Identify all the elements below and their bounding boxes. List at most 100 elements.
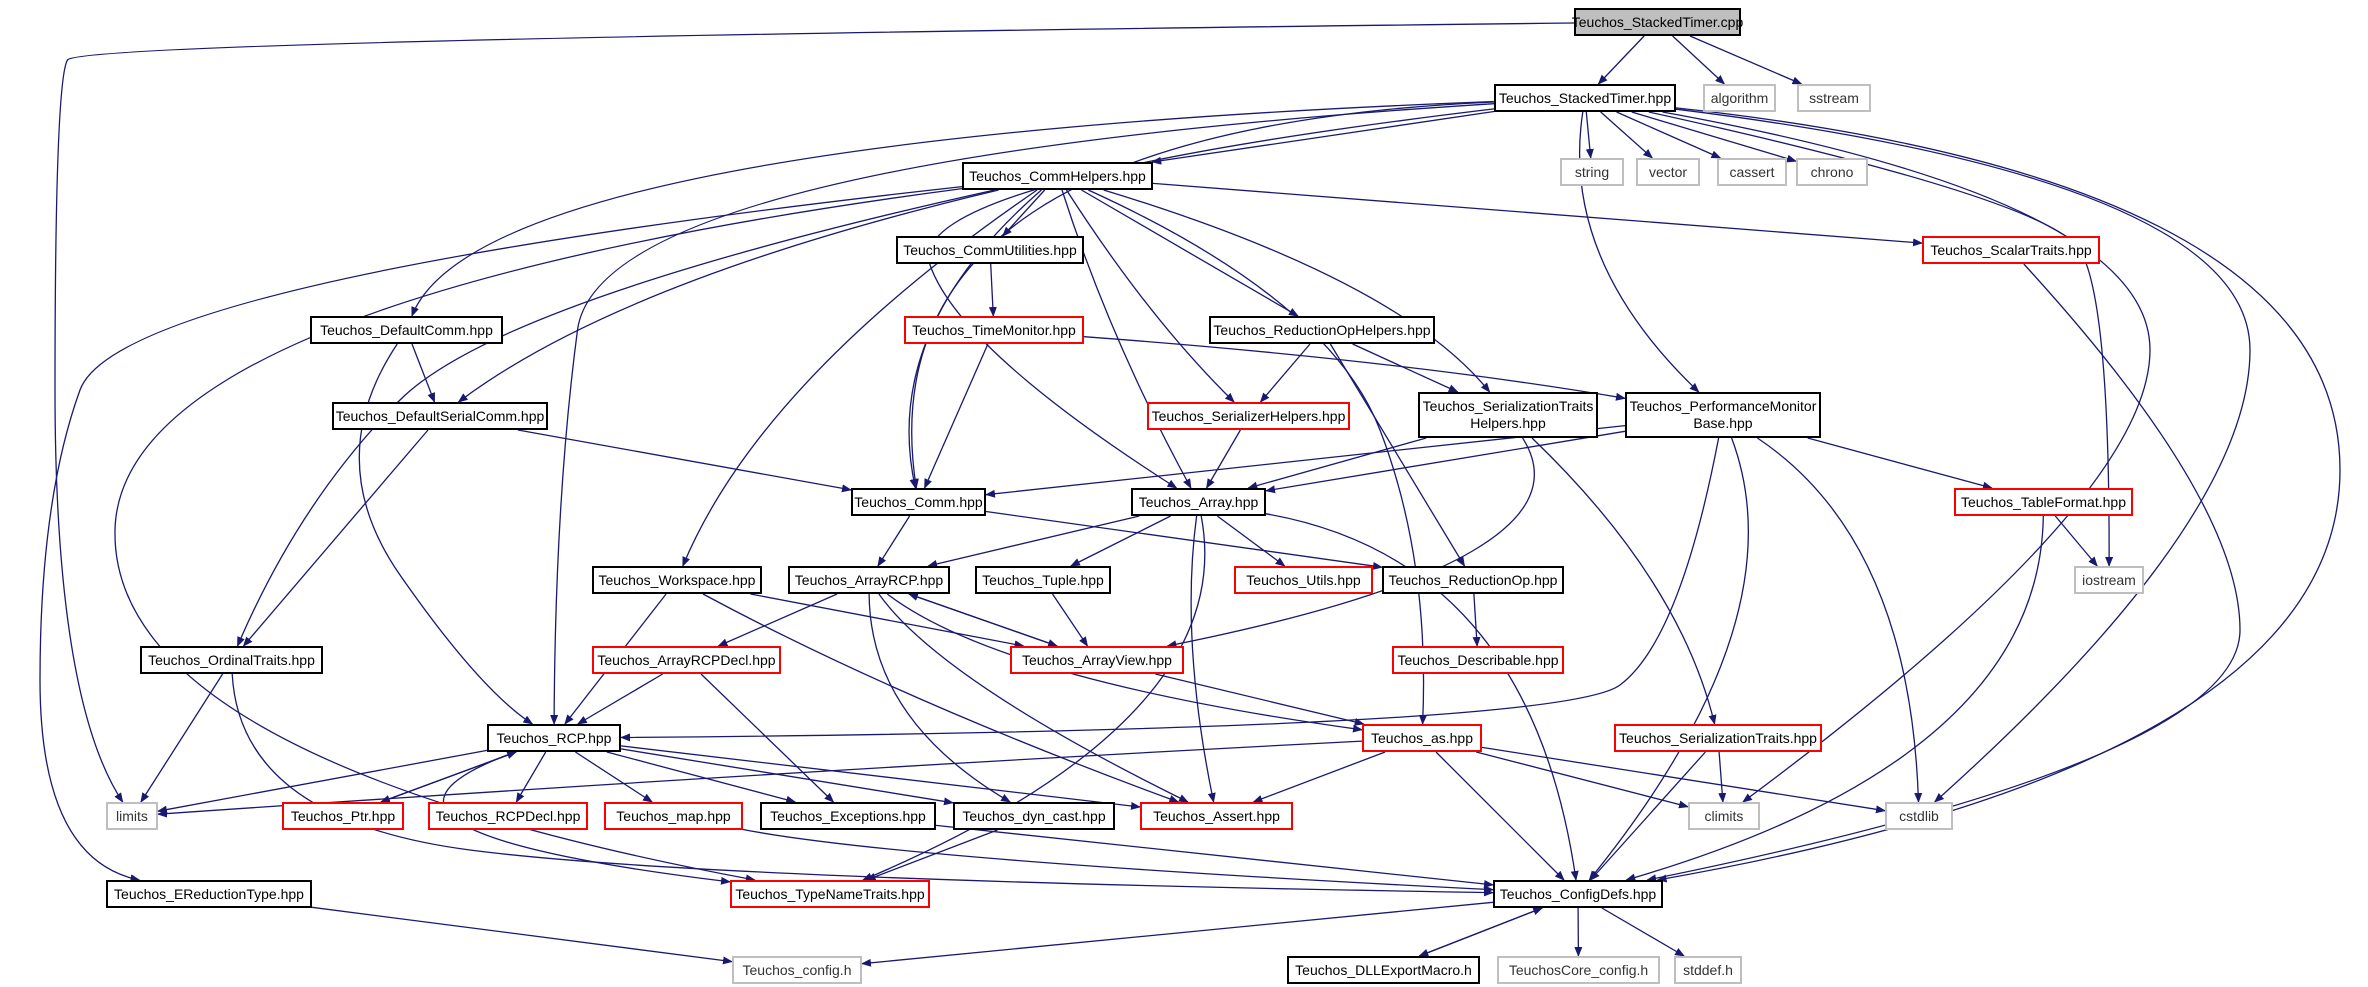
edge-rcp-to-limits xyxy=(157,749,488,814)
edge-as-to-assert xyxy=(1252,751,1386,803)
edge-comm-helpers-to-reduction-op-helpers xyxy=(1081,189,1299,317)
node-comm-utilities[interactable]: Teuchos_CommUtilities.hpp xyxy=(896,236,1084,264)
node-array-rcp[interactable]: Teuchos_ArrayRCP.hpp xyxy=(788,566,950,594)
node-default-serial-comm[interactable]: Teuchos_DefaultSerialComm.hpp xyxy=(332,402,548,430)
edge-stacked-timer-hpp-to-cassert xyxy=(1616,111,1722,159)
node-string: string xyxy=(1560,158,1624,186)
node-serializer-helpers[interactable]: Teuchos_SerializerHelpers.hpp xyxy=(1147,402,1350,430)
node-dll-export-macro[interactable]: Teuchos_DLLExportMacro.h xyxy=(1287,956,1480,984)
edge-array-to-assert xyxy=(1190,515,1216,803)
edge-stacked-timer-hpp-to-chrono xyxy=(1631,111,1797,163)
edge-stacked-timer-hpp-to-climits xyxy=(1662,111,2151,803)
edge-ordinal-traits-to-config-defs xyxy=(231,673,1494,897)
edge-tuple-to-array-view xyxy=(1051,593,1089,647)
edge-comm-helpers-to-type-name-traits xyxy=(114,187,963,883)
edge-array-to-array-rcp xyxy=(927,515,1140,568)
node-chrono: chrono xyxy=(1796,158,1868,186)
node-reduction-op-helpers[interactable]: Teuchos_ReductionOpHelpers.hpp xyxy=(1209,316,1435,344)
edge-stacked-timer-hpp-to-comm xyxy=(910,101,1495,489)
edge-comm-helpers-to-ordinal-traits xyxy=(236,189,995,647)
node-describable[interactable]: Teuchos_Describable.hpp xyxy=(1392,646,1564,674)
edge-array-view-to-as xyxy=(1155,673,1365,726)
edge-stacked-timer-cpp-to-sstream xyxy=(1689,35,1803,85)
edge-as-to-config-defs xyxy=(1435,751,1565,881)
edge-reduction-op-to-describable xyxy=(1472,593,1481,647)
node-array-rcp-decl[interactable]: Teuchos_ArrayRCPDecl.hpp xyxy=(592,646,781,674)
node-vector: vector xyxy=(1636,158,1700,186)
node-utils[interactable]: Teuchos_Utils.hpp xyxy=(1234,566,1373,594)
edge-default-comm-to-default-serial-comm xyxy=(411,343,436,403)
edge-default-serial-comm-to-ordinal-traits xyxy=(242,429,429,647)
edge-time-monitor-to-performance-monitor-base xyxy=(1083,336,1626,401)
edge-stacked-timer-cpp-to-algorithm xyxy=(1672,35,1726,85)
node-comm-helpers[interactable]: Teuchos_CommHelpers.hpp xyxy=(962,162,1153,190)
node-dyn-cast[interactable]: Teuchos_dyn_cast.hpp xyxy=(953,802,1115,830)
node-type-name-traits[interactable]: Teuchos_TypeNameTraits.hpp xyxy=(730,880,930,908)
edge-stacked-timer-hpp-to-string xyxy=(1585,111,1594,159)
edge-serialization-traits-helpers-to-array-view xyxy=(1166,437,1535,649)
node-assert[interactable]: Teuchos_Assert.hpp xyxy=(1140,802,1293,830)
node-exceptions[interactable]: Teuchos_Exceptions.hpp xyxy=(760,802,936,830)
node-default-comm[interactable]: Teuchos_DefaultComm.hpp xyxy=(310,316,503,344)
edge-comm-helpers-to-ereduction-type xyxy=(39,185,963,883)
node-rcp[interactable]: Teuchos_RCP.hpp xyxy=(487,724,621,752)
node-rcp-decl[interactable]: Teuchos_RCPDecl.hpp xyxy=(428,802,588,830)
node-comm[interactable]: Teuchos_Comm.hpp xyxy=(851,488,986,516)
edge-reduction-op-helpers-to-serialization-traits-helpers xyxy=(1352,343,1459,393)
node-reduction-op[interactable]: Teuchos_ReductionOp.hpp xyxy=(1382,566,1564,594)
edge-performance-monitor-base-to-cstdlib xyxy=(1757,437,1923,803)
node-iostream: iostream xyxy=(2074,566,2144,594)
node-performance-monitor-base[interactable]: Teuchos_PerformanceMonitor Base.hpp xyxy=(1625,392,1821,438)
edge-exceptions-to-config-defs xyxy=(935,824,1494,888)
node-array-view[interactable]: Teuchos_ArrayView.hpp xyxy=(1010,646,1184,674)
node-as[interactable]: Teuchos_as.hpp xyxy=(1362,724,1482,752)
edge-table-format-to-iostream xyxy=(2054,515,2098,567)
edge-stacked-timer-hpp-to-cstdlib xyxy=(1675,108,2251,803)
node-table-format[interactable]: Teuchos_TableFormat.hpp xyxy=(1954,488,2133,516)
edge-comm-helpers-to-serializer-helpers xyxy=(1065,189,1235,403)
edge-stacked-timer-hpp-to-default-comm xyxy=(411,100,1495,317)
edge-dyn-cast-to-type-name-traits xyxy=(865,829,998,881)
edge-stacked-timer-hpp-to-rcp xyxy=(550,103,1495,725)
node-array[interactable]: Teuchos_Array.hpp xyxy=(1131,488,1266,516)
edge-ordinal-traits-to-limits xyxy=(140,673,224,803)
node-config-defs[interactable]: Teuchos_ConfigDefs.hpp xyxy=(1493,880,1663,908)
node-tuple[interactable]: Teuchos_Tuple.hpp xyxy=(975,566,1111,594)
edge-serialization-traits-to-climits xyxy=(1718,751,1727,803)
node-scalar-traits[interactable]: Teuchos_ScalarTraits.hpp xyxy=(1922,236,2100,264)
node-algorithm: algorithm xyxy=(1703,84,1776,112)
edge-array-rcp-decl-to-exceptions xyxy=(700,673,835,803)
edge-serialization-traits-helpers-to-serialization-traits xyxy=(1531,437,1717,725)
edge-comm-helpers-to-comm-utilities xyxy=(1002,189,1046,237)
edge-reduction-op-helpers-to-reduction-op xyxy=(1329,343,1466,567)
edge-performance-monitor-base-to-rcp xyxy=(620,437,1720,742)
edge-performance-monitor-base-to-table-format xyxy=(1807,437,1993,490)
node-workspace[interactable]: Teuchos_Workspace.hpp xyxy=(592,566,762,594)
edge-array-view-to-array-rcp xyxy=(907,593,1058,647)
edge-comm-helpers-to-default-serial-comm xyxy=(457,189,999,403)
edge-array-to-utils xyxy=(1216,515,1286,567)
edge-comm-helpers-to-serialization-traits-helpers xyxy=(1103,189,1491,393)
edge-as-to-cstdlib xyxy=(1481,746,1886,814)
node-serialization-traits[interactable]: Teuchos_SerializationTraits.hpp xyxy=(1614,724,1822,752)
edge-array-rcp-to-dyn-cast xyxy=(868,593,1011,803)
edge-serialization-traits-helpers-to-array xyxy=(1247,437,1427,490)
node-sstream: sstream xyxy=(1797,84,1871,112)
node-ereduction-type[interactable]: Teuchos_EReductionType.hpp xyxy=(106,880,312,908)
edge-performance-monitor-base-to-array xyxy=(1265,430,1626,494)
node-ordinal-traits[interactable]: Teuchos_OrdinalTraits.hpp xyxy=(140,646,323,674)
edge-serialization-traits-to-config-defs xyxy=(1589,751,1706,881)
edge-stacked-timer-cpp-to-stacked-timer-hpp xyxy=(1597,35,1645,85)
node-map[interactable]: Teuchos_map.hpp xyxy=(604,802,743,830)
node-ptr[interactable]: Teuchos_Ptr.hpp xyxy=(282,802,404,830)
edge-as-to-climits xyxy=(1476,751,1689,809)
edge-array-rcp-decl-to-rcp xyxy=(576,673,664,725)
node-climits: climits xyxy=(1688,802,1760,830)
node-stacked-timer-hpp[interactable]: Teuchos_StackedTimer.hpp xyxy=(1494,84,1676,112)
node-serialization-traits-helpers[interactable]: Teuchos_SerializationTraits Helpers.hpp xyxy=(1418,392,1598,438)
edge-comm-helpers-to-as xyxy=(1088,189,1428,725)
edge-comm-to-reduction-op xyxy=(985,510,1383,570)
edge-array-rcp-to-array-rcp-decl xyxy=(717,593,838,647)
node-time-monitor[interactable]: Teuchos_TimeMonitor.hpp xyxy=(904,316,1084,344)
edge-array-rcp-to-assert xyxy=(878,593,1189,803)
